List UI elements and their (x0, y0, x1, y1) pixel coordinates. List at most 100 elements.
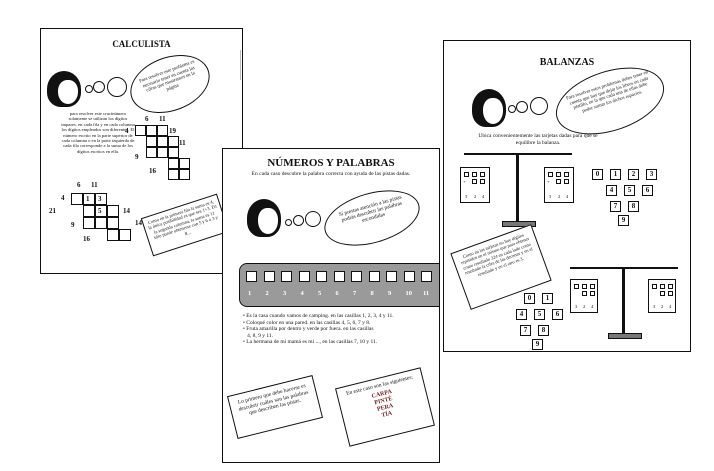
grid1-top-11: 11 (159, 115, 166, 123)
letter-slot[interactable] (386, 271, 397, 282)
tile-8[interactable]: 8 (538, 325, 549, 336)
slot-number: 6 (335, 290, 339, 297)
girl-face-icon (47, 71, 81, 107)
calculista-rules: para resolver este crucinúmero solamente… (61, 111, 135, 154)
grid2-val-3: 3 (98, 195, 102, 203)
tile-9[interactable]: 9 (532, 339, 543, 350)
numeros-sheet: NÚMEROS Y PALABRAS En cada caso descubre… (222, 148, 440, 463)
numeros-subtitle: En cada caso descubre la palabra correct… (251, 171, 411, 177)
letter-slot[interactable] (316, 271, 327, 282)
thought-bubble-medium (293, 215, 304, 226)
grid2-val-14a: 14 (123, 207, 130, 215)
tile-6[interactable]: 6 (642, 185, 653, 196)
tile-5[interactable]: 5 (624, 185, 635, 196)
scale-plate-left[interactable]: + 3 2 4 (460, 167, 490, 203)
balanzas-sheet: BALANZAS Para resolver estos problemas d… (443, 40, 691, 352)
slot-number: 2 (265, 290, 269, 297)
grid2-top-11: 11 (91, 181, 98, 189)
slot-number: 3 (283, 290, 287, 297)
slot-number: 1 (248, 290, 252, 297)
grid1-left-16: 16 (149, 167, 156, 175)
scale-plate-left[interactable]: 3 2 4 (570, 279, 598, 313)
tile-9[interactable]: 9 (618, 215, 629, 226)
thought-bubble-medium (93, 81, 105, 93)
calculista-sheet: CALCULISTA Para resolver este problema e… (40, 28, 243, 274)
word-slots-ruler: 1 2 3 4 5 6 7 8 9 10 11 (239, 263, 439, 307)
page-edge-divider (240, 50, 241, 80)
numeros-answer-card: En este caso son las siguientes: CARPA P… (335, 367, 435, 447)
grid1-top-6: 6 (145, 115, 149, 123)
grid2-left-21: 21 (49, 207, 56, 215)
slot-number: 4 (300, 290, 304, 297)
scale-plate-right[interactable]: + 3 2 4 (544, 167, 574, 203)
letter-slot[interactable] (298, 271, 310, 282)
balance-scale-bottom: 3 2 4 3 2 4 (564, 263, 684, 343)
grid2-val-5: 5 (98, 207, 102, 215)
balance-scale-top: + 3 2 4 + 3 2 4 (458, 153, 578, 233)
grid1-left-9: 9 (135, 153, 139, 161)
tile-4[interactable]: 4 (606, 185, 617, 196)
balanzas-instruction: Ubica convenientemente las tarjetas dada… (478, 133, 598, 146)
letter-slot[interactable] (351, 271, 362, 282)
thought-bubble-small (508, 105, 516, 113)
clue-line: 4, 8, 9 y 11. (243, 332, 274, 339)
letter-slot[interactable] (246, 271, 257, 282)
slot-number: 11 (423, 290, 430, 297)
thought-bubble-small (285, 219, 292, 226)
tile-7[interactable]: 7 (610, 201, 621, 212)
thought-bubble-small (85, 85, 93, 93)
grid2-val-1: 1 (86, 195, 90, 203)
tile-1[interactable]: 1 (610, 169, 621, 180)
grid1-top-19: 19 (169, 127, 176, 135)
letter-slot[interactable] (333, 271, 345, 282)
grid2-top-6: 6 (77, 181, 81, 189)
calculista-title: CALCULISTA (112, 39, 171, 49)
crucinumero-grid-2: 6 11 4 21 9 16 1 3 5 14 14 (49, 181, 149, 261)
slot-number: 7 (353, 290, 357, 297)
letter-slot[interactable] (263, 271, 275, 282)
thought-bubble-large (305, 211, 321, 227)
thought-bubble-large (107, 77, 127, 97)
letter-slot[interactable] (403, 271, 415, 282)
letter-slot[interactable] (281, 271, 292, 282)
girl-face-icon (472, 89, 506, 127)
tile-0[interactable]: 0 (592, 169, 603, 180)
clue-line: • Coloqué color en una pared. en las cas… (243, 319, 371, 326)
clue-line: • Fruta amarilla por dentro y verde por … (243, 326, 374, 332)
numeros-hint-card-left: Lo primero que debe hacerse es descubrir… (226, 375, 324, 439)
numeros-title: NÚMEROS Y PALABRAS (267, 157, 395, 169)
grid1-left-11: 11 (179, 139, 186, 147)
scale-plate-right[interactable]: 3 2 4 (648, 279, 676, 313)
girl-face-icon (247, 199, 281, 237)
tile-8[interactable]: 8 (628, 201, 639, 212)
tile-1[interactable]: 1 (542, 293, 553, 304)
tile-6[interactable]: 6 (552, 309, 563, 320)
clue-list: • Es la casa cuando vamos de camping. en… (243, 313, 433, 346)
thought-bubble-large (530, 97, 548, 115)
tile-3[interactable]: 3 (646, 169, 657, 180)
tile-2[interactable]: 2 (628, 169, 639, 180)
grid2-left-4: 4 (61, 194, 65, 202)
slot-number: 5 (318, 290, 322, 297)
clue-line: • La hermana de mi mamá es mi ..., en la… (243, 339, 378, 345)
slot-number: 10 (405, 290, 413, 297)
slot-number: 9 (388, 290, 392, 297)
letter-slot[interactable] (368, 271, 380, 282)
number-tiles-top: 0 1 2 3 4 5 6 7 8 9 (592, 169, 682, 229)
crucinumero-grid-1: 6 11 4 19 11 9 16 (123, 115, 243, 195)
letter-slot[interactable] (421, 271, 432, 282)
tile-5[interactable]: 5 (534, 309, 545, 320)
tile-4[interactable]: 4 (516, 309, 527, 320)
tile-0[interactable]: 0 (524, 293, 535, 304)
grid2-val-14b: 14 (135, 219, 142, 227)
tile-7[interactable]: 7 (520, 325, 531, 336)
clue-line: • Es la casa cuando vamos de camping. en… (243, 313, 394, 319)
calculista-hint-card: Como en la primera fila la suma es 4, la… (140, 193, 230, 257)
slot-number: 8 (370, 290, 374, 297)
grid1-left-4: 4 (125, 127, 129, 135)
number-tiles-bottom: 0 1 4 5 6 7 8 9 (510, 293, 570, 353)
thought-bubble-medium (516, 101, 528, 113)
grid2-left-9: 9 (71, 221, 75, 229)
balanzas-title: BALANZAS (539, 57, 595, 68)
grid2-left-16: 16 (83, 235, 90, 243)
